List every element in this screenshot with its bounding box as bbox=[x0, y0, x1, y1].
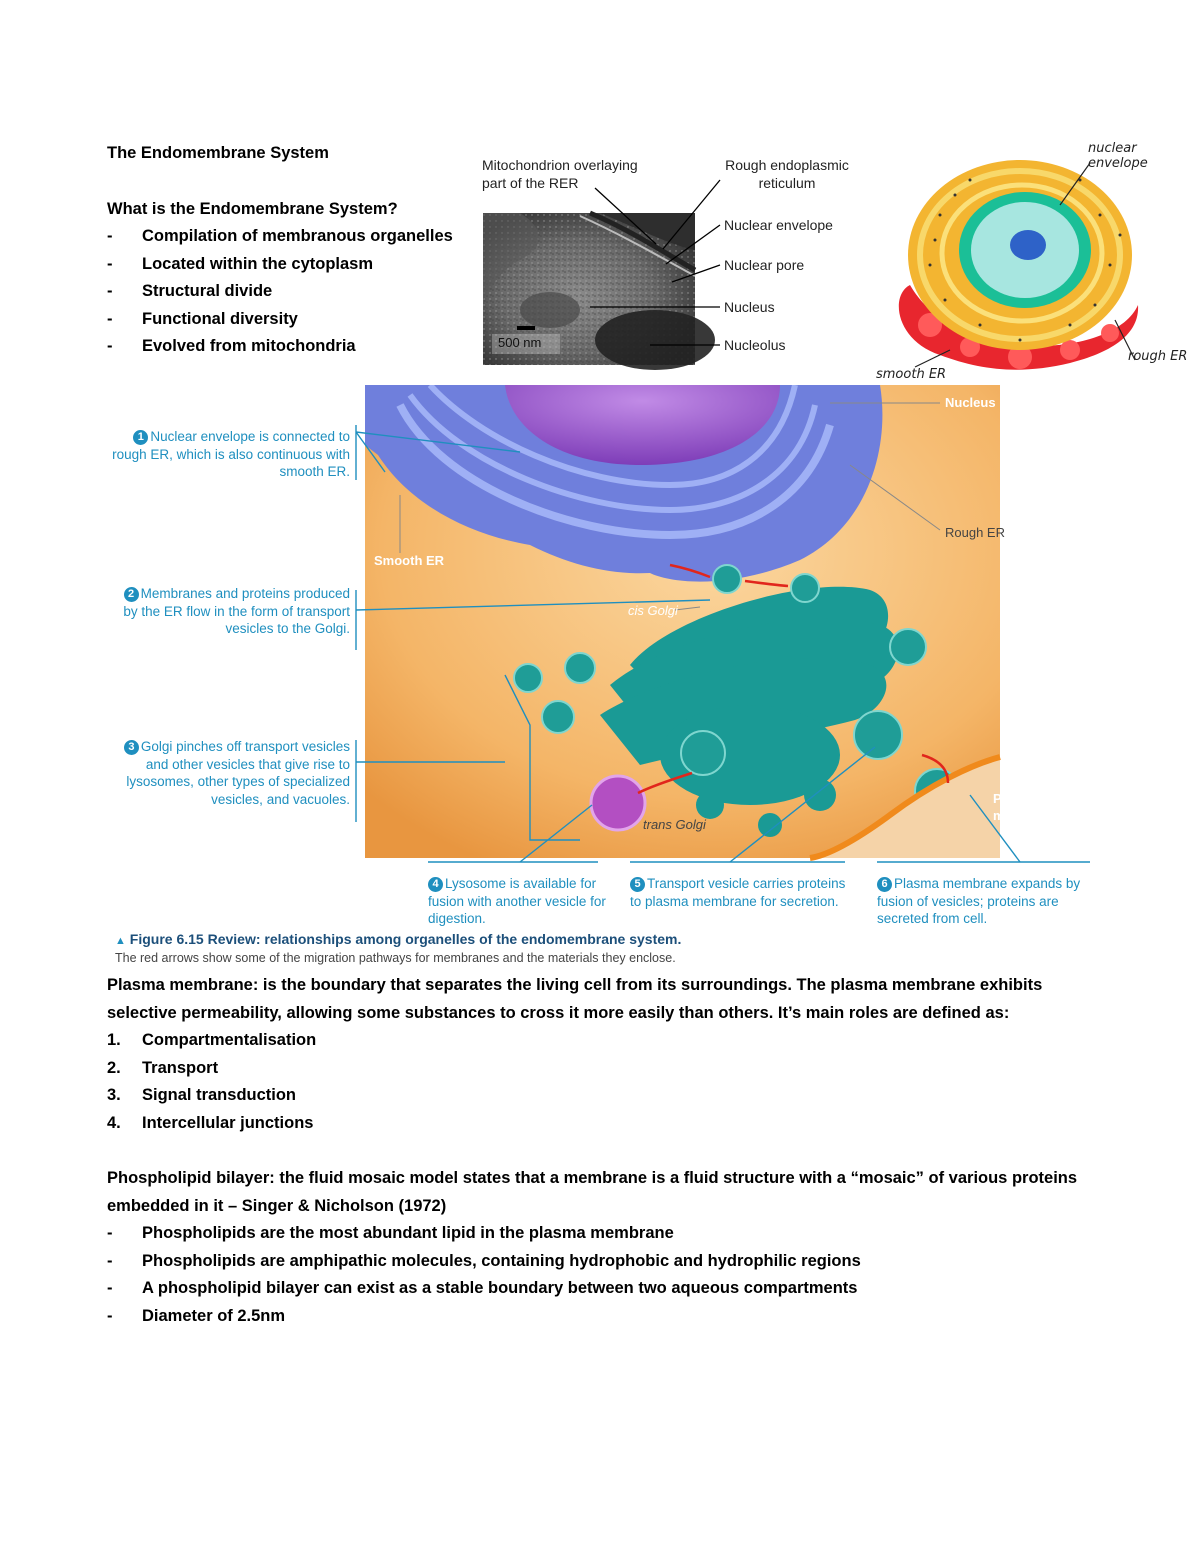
micrograph-figure: Mitochondrion overlaying part of the RER… bbox=[480, 150, 880, 375]
list-item: -Located within the cytoplasm bbox=[107, 254, 374, 273]
drawing-label-nuclear-envelope: nuclear envelope bbox=[1088, 141, 1148, 171]
micrograph-image bbox=[483, 179, 721, 370]
plasma-paragraph: Plasma membrane: is the boundary that se… bbox=[107, 976, 1043, 1022]
phospholipid-list: -Phospholipids are the most abundant lip… bbox=[107, 1220, 1107, 1330]
micrograph-label-nuclear-envelope: Nuclear envelope bbox=[724, 217, 833, 233]
fig-label-trans-golgi: trans Golgi bbox=[643, 817, 706, 832]
caption-marker-icon: ▲ bbox=[115, 935, 126, 947]
list-item: -Structural divide bbox=[107, 282, 273, 300]
fig-label-cis-golgi: cis Golgi bbox=[628, 603, 678, 618]
list-item: 1.Compartmentalisation bbox=[107, 1031, 317, 1049]
list-item: -Functional diversity bbox=[107, 309, 298, 328]
micrograph-label-nucleolus: Nucleolus bbox=[724, 337, 786, 353]
fig-label-smooth-er: Smooth ER bbox=[374, 553, 445, 568]
list-item: -Phospholipids are the most abundant lip… bbox=[107, 1224, 674, 1242]
intro-section: The Endomembrane System What is the Endo… bbox=[107, 140, 453, 361]
caption-subtitle: The red arrows show some of the migratio… bbox=[115, 951, 676, 965]
micrograph-label-nuclear-pore: Nuclear pore bbox=[724, 257, 805, 273]
list-item: -Phospholipids are amphipathic molecules… bbox=[107, 1251, 861, 1270]
cell-drawing-image bbox=[898, 160, 1139, 370]
fig-label-rough-er: Rough ER bbox=[945, 525, 1005, 540]
list-item: -Evolved from mitochondria bbox=[107, 337, 356, 355]
fig-label-plasma-membrane: Plasma membrane bbox=[993, 791, 1059, 823]
cell-drawing: nuclear envelope smooth ER rough ER bbox=[870, 135, 1200, 390]
scale-bar-label: 500 nm bbox=[498, 335, 542, 350]
smooth-er-shape bbox=[898, 285, 1139, 370]
drawing-label-rough-er: rough ER bbox=[1128, 349, 1188, 364]
list-item: -A phospholipid bilayer can exist as a s… bbox=[107, 1279, 858, 1297]
list-item: -Diameter of 2.5nm bbox=[107, 1306, 286, 1325]
caption-title: Figure 6.15 Review: relationships among … bbox=[129, 931, 682, 947]
endomembrane-figure: Nucleus Rough ER Smooth ER cis Golgi tra… bbox=[110, 385, 1110, 970]
micrograph-label-nucleus: Nucleus bbox=[724, 299, 775, 315]
intro-question: What is the Endomembrane System? bbox=[107, 199, 398, 218]
list-item: -Compilation of membranous organelles bbox=[107, 227, 453, 245]
plasma-section: Plasma membrane: is the boundary that se… bbox=[107, 972, 1107, 1137]
list-item: 2.Transport bbox=[107, 1058, 219, 1077]
drawing-label-smooth-er: smooth ER bbox=[876, 367, 947, 382]
phospholipid-section: Phospholipid bilayer: the fluid mosaic m… bbox=[107, 1165, 1107, 1330]
endomembrane-illustration bbox=[355, 385, 1090, 863]
list-item: 4.Intercellular junctions bbox=[107, 1113, 314, 1132]
intro-list: -Compilation of membranous organelles -L… bbox=[107, 223, 453, 361]
plasma-list: 1.Compartmentalisation 2.Transport 3.Sig… bbox=[107, 1027, 1107, 1137]
micrograph-label-rough-er: Rough endoplasmic reticulum bbox=[725, 157, 849, 191]
phospholipid-paragraph: Phospholipid bilayer: the fluid mosaic m… bbox=[107, 1169, 1078, 1215]
fig-label-nucleus: Nucleus bbox=[945, 395, 996, 410]
list-item: 3.Signal transduction bbox=[107, 1086, 297, 1104]
figure-caption: ▲ Figure 6.15 Review: relationships amon… bbox=[115, 930, 1015, 967]
micrograph-label-mitochondrion: Mitochondrion overlaying part of the RER bbox=[482, 157, 638, 191]
page-title: The Endomembrane System bbox=[107, 144, 329, 162]
